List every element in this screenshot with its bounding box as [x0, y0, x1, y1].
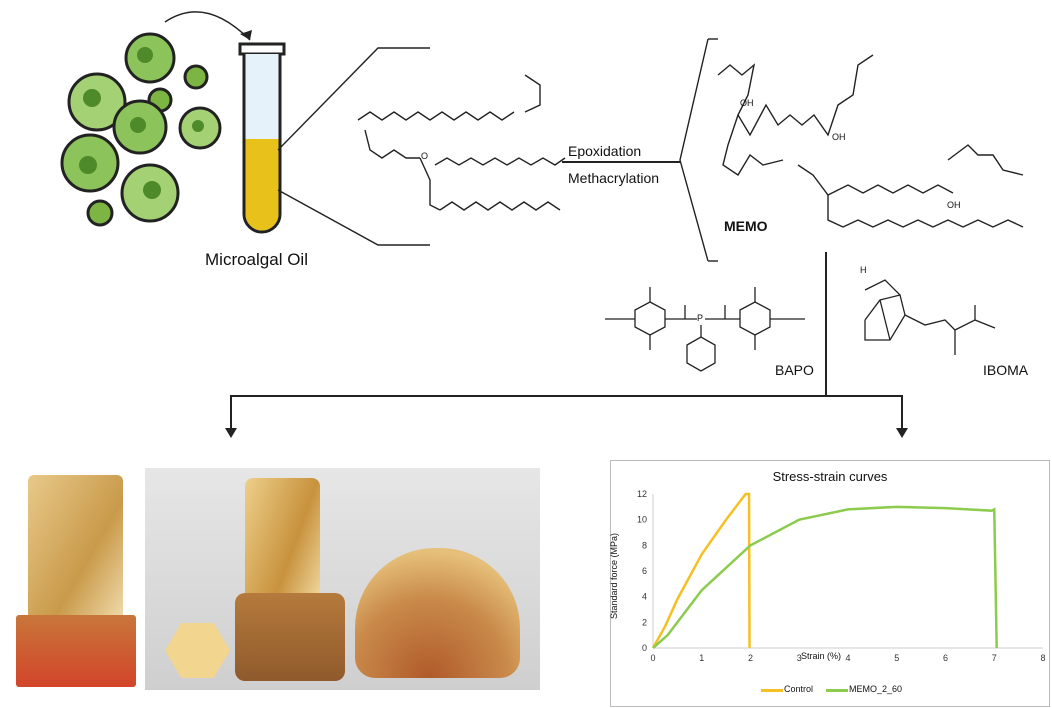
x-tick-label: 2: [748, 653, 753, 663]
reaction-line: [562, 161, 680, 163]
printed-tower-photo: [8, 465, 140, 690]
atom-label: P: [697, 313, 704, 323]
printed-objects-photo: [145, 468, 540, 690]
test-tube-illustration: [238, 42, 286, 234]
bapo-label: BAPO: [775, 362, 814, 378]
methacrylation-label: Methacrylation: [568, 170, 660, 186]
x-tick-label: 3: [797, 653, 802, 663]
x-tick-label: 4: [845, 653, 850, 663]
y-tick-label: 10: [637, 515, 647, 525]
stress-strain-chart: Stress-strain curves Strain (%) Standard…: [609, 460, 1050, 707]
series-line-memo_2_60: [652, 505, 998, 649]
atom-label: H: [860, 265, 867, 275]
legend-swatch-control: [761, 689, 783, 692]
y-tick-label: 0: [642, 643, 647, 653]
memo-label: MEMO: [724, 218, 768, 234]
y-tick-label: 6: [642, 566, 647, 576]
y-tick-label: 8: [642, 540, 647, 550]
memo-structure: [679, 38, 1024, 262]
legend-swatch-memo: [826, 689, 848, 692]
iboma-label: IBOMA: [983, 362, 1029, 378]
x-tick-label: 7: [992, 653, 997, 663]
iboma-structure: [864, 279, 996, 355]
y-tick-label: 12: [637, 489, 647, 499]
y-tick-label: 2: [642, 617, 647, 627]
atom-label: OH: [947, 200, 961, 210]
chart-title: Stress-strain curves: [772, 469, 888, 484]
process-arrow: [164, 11, 251, 41]
atom-label: OH: [832, 132, 846, 142]
y-tick-label: 4: [642, 592, 647, 602]
atom-label: O: [421, 151, 429, 161]
bapo-structure: [605, 287, 805, 372]
microalgal-oil-label: Microalgal Oil: [205, 250, 308, 269]
x-axis-label: Strain (%): [801, 651, 842, 661]
microalgae-cells-illustration: [60, 11, 252, 227]
epoxidation-label: Epoxidation: [568, 143, 642, 159]
series-line-control: [651, 492, 751, 649]
x-tick-label: 1: [699, 653, 704, 663]
x-tick-label: 5: [894, 653, 899, 663]
x-tick-label: 6: [943, 653, 948, 663]
atom-label: OH: [740, 98, 754, 108]
x-tick-label: 8: [1040, 653, 1045, 663]
flow-line: [230, 395, 902, 397]
legend-control: Control: [784, 684, 814, 694]
triglyceride-structure: [277, 47, 566, 246]
flow-line: [825, 252, 827, 396]
legend-memo: MEMO_2_60: [849, 684, 903, 694]
x-tick-label: 0: [650, 653, 655, 663]
